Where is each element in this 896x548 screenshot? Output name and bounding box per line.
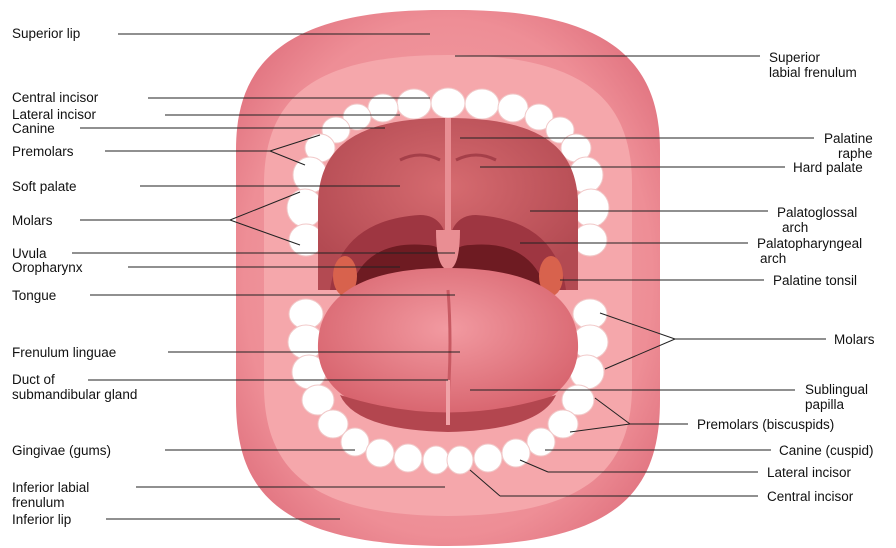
label-palatoglossal-line2: arch [782,220,808,235]
label-frenulum-linguae: Frenulum linguae [12,345,116,360]
label-oropharynx: Oropharynx [12,260,83,275]
label-tongue: Tongue [12,288,56,303]
label-lateral-incisor: Lateral incisor [12,107,96,122]
label-molars-right: Molars [834,332,875,347]
label-premolars-biscuspids: Premolars (biscuspids) [697,417,834,432]
label-inferior-labial-line2: frenulum [12,495,65,510]
label-soft-palate: Soft palate [12,179,77,194]
label-gingivae: Gingivae (gums) [12,443,111,458]
label-palatopharyngeal-line2: arch [760,251,786,266]
label-inferior-lip: Inferior lip [12,512,71,527]
label-superior-lip: Superior lip [12,26,80,41]
label-central-incisor-right: Central incisor [767,489,853,504]
label-premolars: Premolars [12,144,74,159]
label-central-incisor: Central incisor [12,90,98,105]
label-palatine-raphe-line2: raphe [838,146,873,161]
label-palatoglossal-line1: Palatoglossal [777,205,857,220]
label-duct-line2: submandibular gland [12,387,137,402]
label-superior-labial-line2: labial frenulum [769,65,857,80]
label-lateral-incisor-right: Lateral incisor [767,465,851,480]
label-canine-cuspid: Canine (cuspid) [779,443,874,458]
label-hard-palate: Hard palate [793,160,863,175]
label-sublingual-line2: papilla [805,397,844,412]
label-palatine-raphe-line1: Palatine [824,131,873,146]
label-sublingual-line1: Sublingual [805,382,868,397]
label-palatopharyngeal-line1: Palatopharyngeal [757,236,862,251]
label-inferior-labial-line1: Inferior labial [12,480,89,495]
label-molars-left: Molars [12,213,53,228]
label-superior-labial-line1: Superior [769,50,820,65]
label-uvula: Uvula [12,246,47,261]
label-palatine-tonsil: Palatine tonsil [773,273,857,288]
label-duct-line1: Duct of [12,372,55,387]
label-canine: Canine [12,121,55,136]
